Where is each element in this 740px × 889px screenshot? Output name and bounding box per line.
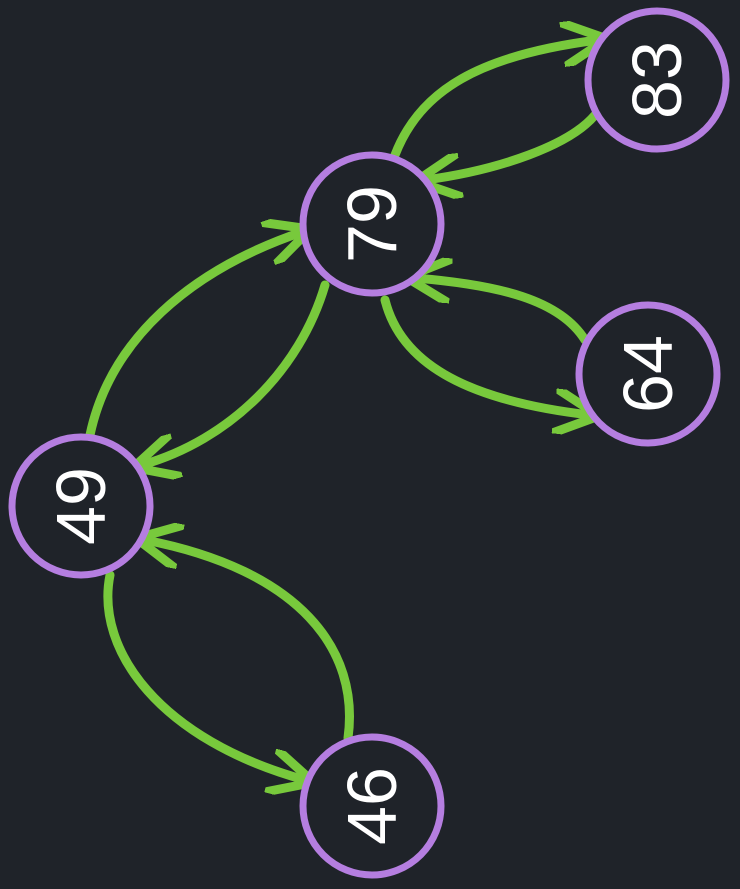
edge-79-to-83 <box>390 40 598 160</box>
node-label: 49 <box>42 467 120 545</box>
edge-79-to-49 <box>142 280 330 465</box>
edge-79-to-64 <box>380 295 590 415</box>
node-circle <box>584 7 730 153</box>
edge-49-to-46 <box>103 570 305 780</box>
edge-83-to-79 <box>425 110 600 180</box>
node-circle <box>299 733 445 879</box>
edge-46-to-49 <box>145 540 354 743</box>
edge-64-to-79 <box>415 278 590 345</box>
node-79: 79 <box>299 151 445 297</box>
node-circle <box>575 301 721 447</box>
node-label: 46 <box>333 767 411 845</box>
node-83: 83 <box>584 7 730 153</box>
node-49: 49 <box>8 433 154 579</box>
node-label: 64 <box>609 335 687 413</box>
node-label: 79 <box>333 185 411 263</box>
node-circle <box>8 433 154 579</box>
node-circle <box>299 151 445 297</box>
node-label: 83 <box>618 41 696 119</box>
edges <box>85 40 600 780</box>
edge-49-to-79 <box>85 232 302 440</box>
node-64: 64 <box>575 301 721 447</box>
node-46: 46 <box>299 733 445 879</box>
